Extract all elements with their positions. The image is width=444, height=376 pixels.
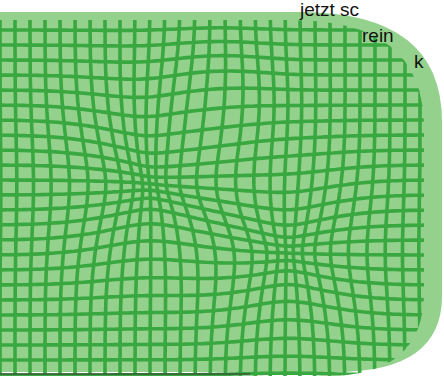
grid-line (75, 0, 88, 376)
grid-line (0, 209, 444, 237)
grid-line (385, 0, 390, 376)
grid-line (367, 0, 375, 376)
grid-line (60, 0, 70, 376)
grid-line (0, 224, 444, 246)
grid-line (15, 0, 17, 376)
baseline-rule (0, 374, 250, 375)
grid-line (0, 285, 444, 300)
grid-line (0, 0, 3, 376)
grid-line (0, 301, 444, 315)
grid-line (0, 165, 444, 177)
grid-line (0, 120, 444, 136)
text-fragment: rein (362, 26, 394, 47)
grid-line (0, 105, 444, 117)
grid-line (0, 356, 444, 360)
grid-line (146, 0, 151, 376)
grid-line (0, 14, 444, 15)
grid-line (30, 0, 34, 376)
grid-line (0, 320, 444, 330)
grid-line (0, 71, 444, 79)
grid-line (403, 0, 406, 376)
grid-line (0, 241, 444, 255)
grid-line (156, 0, 166, 376)
grid-line (0, 0, 444, 2)
text-fragment: jetzt sc (300, 0, 359, 21)
grid-line (45, 0, 51, 376)
grid-line (433, 0, 437, 376)
grid-line (0, 338, 444, 345)
grid-line (0, 373, 444, 375)
text-fragment: k (414, 52, 424, 73)
grid-line (0, 180, 444, 192)
grid-line (348, 0, 360, 376)
grid-line (90, 0, 106, 376)
grid-line (134, 0, 143, 376)
grid-line (0, 259, 444, 270)
grid-line (0, 271, 444, 285)
grid-line (0, 56, 444, 63)
grid-line (120, 0, 134, 376)
grid-line (0, 88, 444, 97)
